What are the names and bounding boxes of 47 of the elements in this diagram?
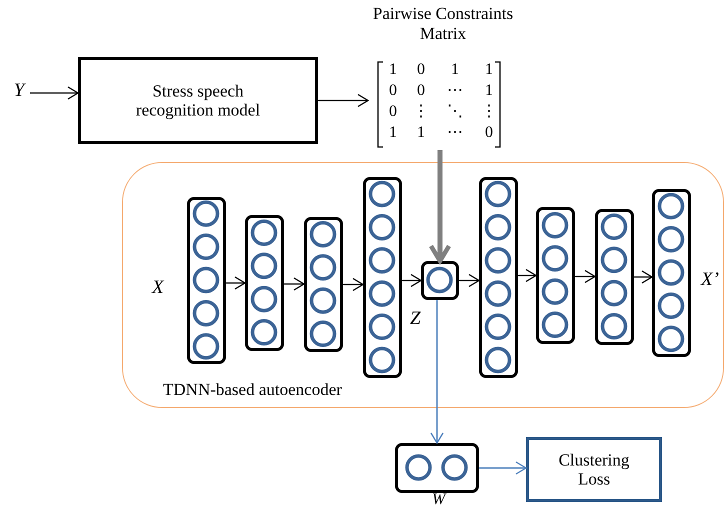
matrix-entry: 1	[450, 61, 460, 80]
matrix-entry: 0	[388, 82, 398, 100]
arrow	[402, 274, 422, 288]
arrow	[479, 461, 527, 475]
layer-label: X	[152, 278, 164, 297]
arrow	[30, 86, 79, 100]
layer-label: X’	[701, 270, 719, 289]
matrix-title: Pairwise Constraints Matrix	[372, 4, 514, 44]
matrix-entry: ⋯	[447, 82, 463, 100]
matrix-entry: 1	[388, 124, 398, 142]
arrow	[428, 150, 452, 264]
process-box	[526, 437, 662, 502]
arrow	[518, 268, 537, 282]
matrix-entry: 1	[416, 124, 426, 142]
arrow	[318, 94, 369, 108]
arrow	[459, 274, 480, 288]
arrow	[343, 278, 364, 292]
autoencoder-panel	[122, 162, 724, 408]
arrow	[430, 300, 444, 444]
box-label: Stress speech recognition model	[134, 80, 262, 120]
box-label: Clustering Loss	[558, 450, 630, 490]
matrix-entry: ⋮	[413, 103, 429, 122]
layer-box	[245, 215, 284, 351]
matrix-entry: 1	[484, 61, 494, 80]
matrix-entry: ⋯	[447, 124, 463, 142]
arrow	[575, 270, 596, 284]
layer-box	[479, 177, 518, 378]
arrow	[226, 276, 246, 290]
matrix-entry: ⋮	[481, 103, 497, 122]
arrow	[634, 270, 653, 284]
matrix-entry: 0	[484, 124, 494, 142]
matrix-entry: 0	[416, 82, 426, 100]
layer-box	[304, 217, 343, 352]
matrix-entry: ⋱	[447, 103, 463, 122]
arrow	[284, 277, 305, 291]
input-label: Y	[12, 80, 27, 102]
matrix-entry: 0	[416, 61, 426, 80]
layer-label: Z	[410, 309, 421, 328]
matrix-entry: 1	[388, 61, 398, 80]
layer-label: W	[432, 492, 446, 508]
matrix-entry: 0	[388, 103, 398, 122]
process-box	[78, 57, 318, 144]
layer-box	[363, 177, 402, 378]
layer-box	[536, 207, 575, 344]
matrix-entry: 1	[484, 82, 494, 100]
layer-box	[595, 209, 634, 345]
panel-title: TDNN-based autoencoder	[163, 380, 343, 400]
